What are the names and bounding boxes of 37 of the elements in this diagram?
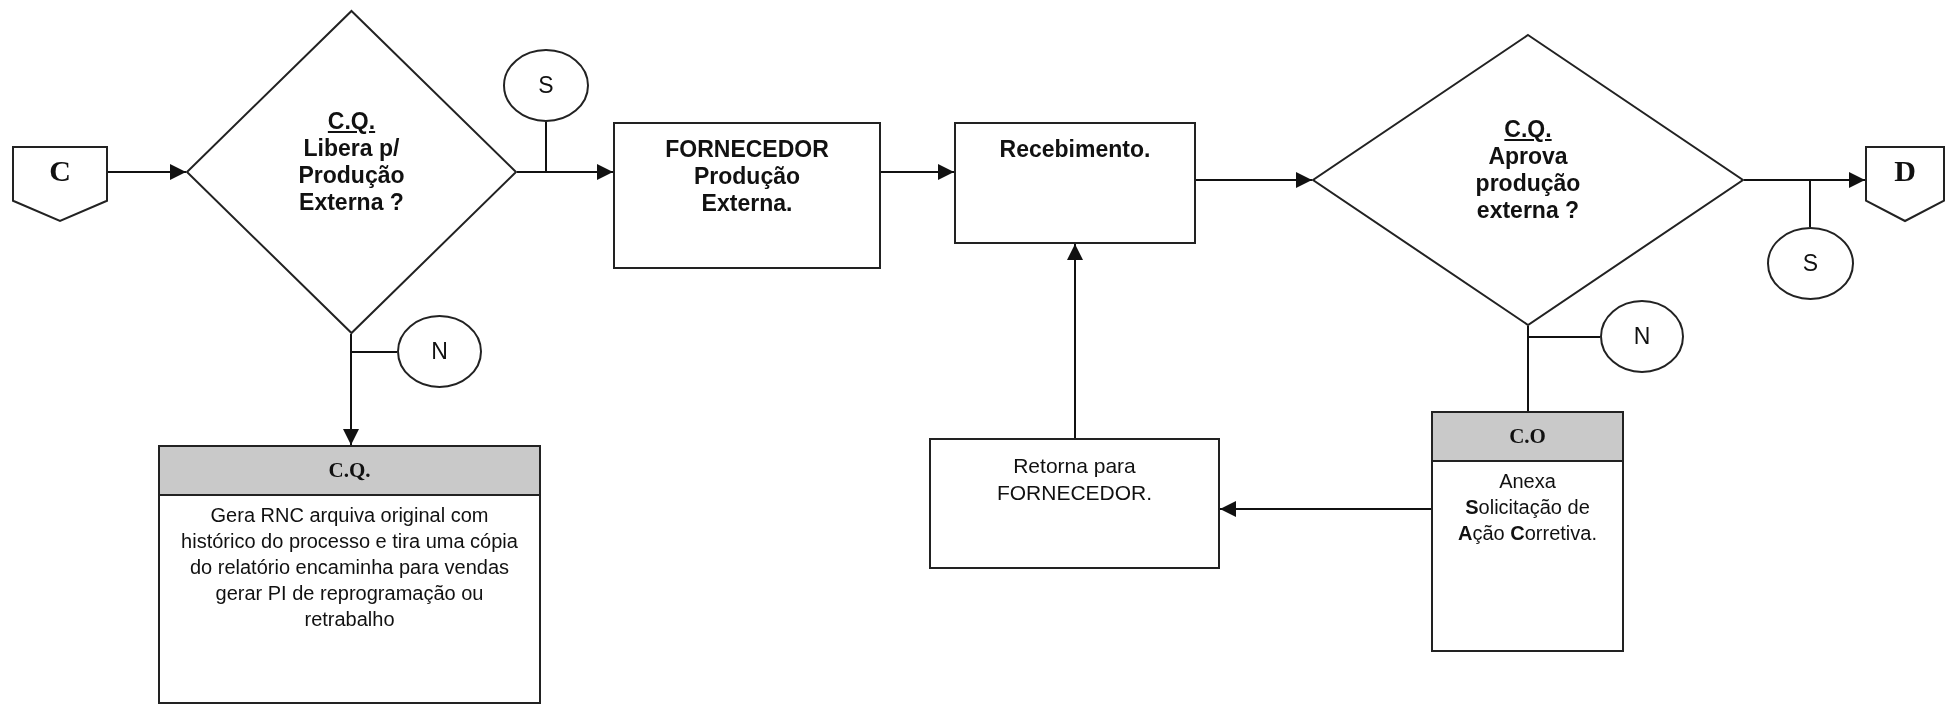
process-text: FORNECEDOR Produção Externa. [664, 136, 830, 217]
role-header: C.O [1433, 413, 1622, 462]
decision-text: Aprova produção externa ? [1474, 143, 1582, 224]
role-header: C.Q. [160, 447, 539, 496]
arrow [107, 164, 187, 180]
process-text: Anexa Solicitação de Ação Corretiva. [1457, 469, 1598, 546]
answer-label: N [1633, 323, 1651, 350]
answer-circle [397, 315, 482, 388]
connector-letter: C [49, 154, 71, 188]
process-box [1431, 411, 1624, 652]
arrow [1195, 172, 1313, 188]
off-page-connector [1865, 146, 1945, 222]
arrow [1219, 501, 1432, 517]
answer-label: S [538, 72, 554, 99]
role-heading: C.Q. [1504, 116, 1552, 144]
decision-text: Libera p/ Produção Externa ? [297, 135, 406, 216]
answer-label: S [1802, 250, 1819, 277]
process-box [613, 122, 881, 269]
process-text: Retorna para FORNECEDOR. [995, 453, 1154, 507]
decision-diamond [186, 10, 517, 334]
process-text: Recebimento. [999, 136, 1151, 163]
arrow [1743, 172, 1866, 188]
answer-circle [503, 49, 589, 122]
arrow [880, 164, 955, 180]
process-box [158, 445, 541, 704]
process-text: Gera RNC arquiva original com histórico do processo e tira uma cópia do relatório encaminha para vendas gerar PI de reprogramação ou retrabalho [180, 503, 519, 632]
off-page-connector [12, 146, 108, 222]
process-box [929, 438, 1220, 569]
arrow [516, 164, 614, 180]
process-box [954, 122, 1196, 244]
answer-circle [1600, 300, 1684, 373]
connector-letter: D [1894, 154, 1916, 188]
decision-diamond [1312, 34, 1744, 326]
role-heading: C.Q. [327, 108, 376, 136]
answer-label: N [431, 338, 448, 365]
answer-circle [1767, 227, 1854, 300]
arrow [1067, 243, 1083, 439]
